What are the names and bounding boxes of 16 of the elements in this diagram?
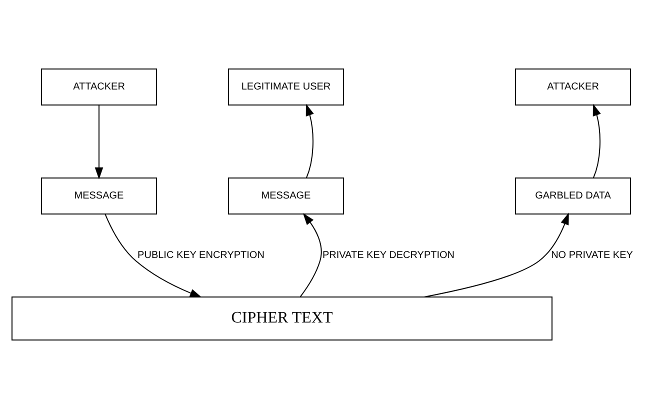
arrow: [94, 104, 104, 180]
node-box: GARBLED DATA: [515, 178, 631, 214]
arrow: [300, 212, 322, 298]
node-box: CIPHER TEXT: [12, 296, 552, 340]
node-box: ATTACKER: [515, 68, 631, 106]
arrow: [424, 212, 569, 298]
arrow: [592, 104, 601, 178]
node-box: MESSAGE: [228, 178, 344, 214]
node-box: LEGITIMATE USER: [228, 68, 344, 106]
edge-label: PUBLIC KEY ENCRYPTION: [138, 250, 264, 261]
node-box: MESSAGE: [41, 178, 157, 214]
edge-label: NO PRIVATE KEY: [551, 250, 633, 261]
arrow: [306, 104, 314, 178]
node-box: ATTACKER: [41, 68, 157, 106]
edge-label: PRIVATE KEY DECRYPTION: [322, 250, 455, 261]
arrow: [104, 214, 202, 298]
